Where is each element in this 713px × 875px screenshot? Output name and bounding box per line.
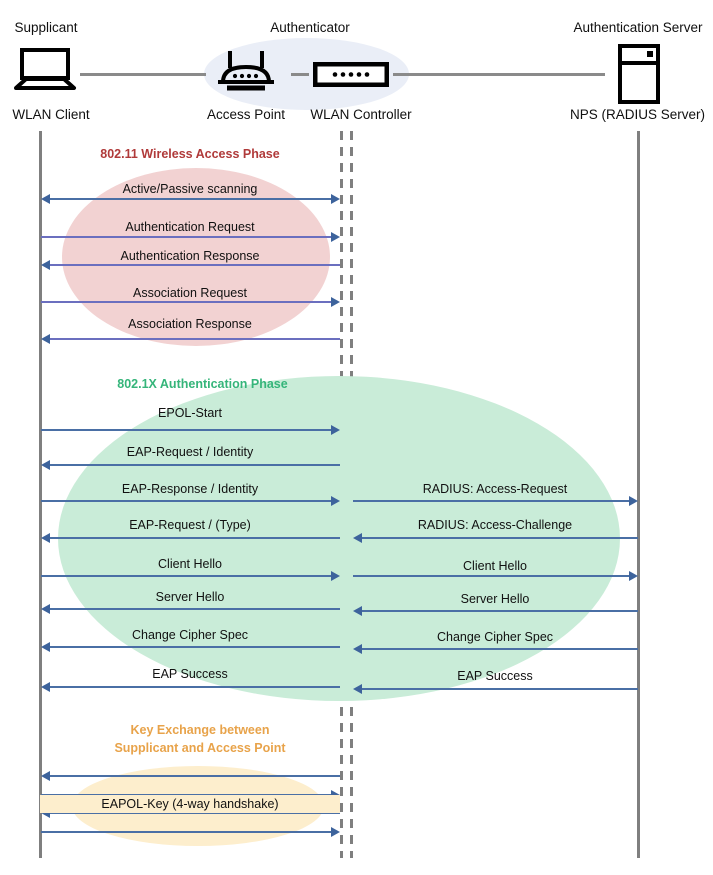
phase-80211-title: 802.11 Wireless Access Phase [100,147,280,161]
message-label: Authentication Request [125,220,255,234]
message-arrow [41,642,340,652]
message-arrow-right [353,496,638,506]
message-arrow [41,334,340,344]
message-label-right: RADIUS: Access-Request [422,482,568,496]
message-arrow [41,496,340,506]
message-arrow-right [353,606,638,616]
message-arrow [41,827,340,837]
message-arrow [41,571,340,581]
phase-keyexchange-title-line1: Key Exchange between [130,723,270,737]
message-label-right: EAP Success [457,669,533,683]
link-controller-to-server [393,73,605,76]
node-label-nps-radius-server: NPS (RADIUS Server) [569,107,706,122]
role-label-authentication-server: Authentication Server [573,20,703,35]
message-label: EAP Success [152,667,228,681]
lifeline-authentication-server [637,131,640,858]
controller-icon [312,61,390,92]
message-label: Association Request [133,286,247,300]
link-ap-to-controller [291,73,309,76]
message-arrow [41,682,340,692]
role-label-supplicant: Supplicant [14,20,78,35]
message-label: Active/Passive scanning [122,182,258,196]
message-label: EAP-Request / (Type) [129,518,251,532]
message-arrow [41,297,340,307]
link-client-to-ap [80,73,206,76]
message-arrow-right [353,684,638,694]
message-arrow-right [353,571,638,581]
message-label: Client Hello [158,557,222,571]
message-label-right: Change Cipher Spec [436,630,554,644]
node-label-access-point: Access Point [206,107,286,122]
message-arrow [41,425,340,435]
message-arrow [41,460,340,470]
message-label: Change Cipher Spec [131,628,249,642]
message-arrow [41,533,340,543]
message-label: Server Hello [155,590,225,604]
wireless-router-icon [215,48,277,97]
message-arrow [41,232,340,242]
phase-8021x-title: 802.1X Authentication Phase [117,377,288,391]
message-label-right: RADIUS: Access-Challenge [417,518,573,532]
message-arrow [41,260,340,270]
message-label-right: Client Hello [463,559,527,573]
message-label: EAP-Response / Identity [121,482,259,496]
phase-keyexchange-title-line2: Supplicant and Access Point [114,741,286,755]
message-label: EPOL-Start [158,406,222,420]
role-label-authenticator: Authenticator [270,20,350,35]
node-label-wlan-controller: WLAN Controller [310,107,412,122]
eapol-key-label: EAPOL-Key (4-way handshake) [40,795,340,813]
server-icon [617,44,661,109]
lifeline-supplicant [39,131,42,858]
message-arrow [41,194,340,204]
message-arrow-right [353,644,638,654]
message-arrow [41,771,340,781]
phase-80211-ellipse [62,168,330,346]
laptop-icon [13,48,77,95]
node-label-wlan-client: WLAN Client [12,107,90,122]
message-arrow-right [353,533,638,543]
message-label: Association Response [128,317,252,331]
message-label-right: Server Hello [460,592,530,606]
message-arrow [41,604,340,614]
message-label: EAP-Request / Identity [126,445,254,459]
message-label: Authentication Response [120,249,260,263]
